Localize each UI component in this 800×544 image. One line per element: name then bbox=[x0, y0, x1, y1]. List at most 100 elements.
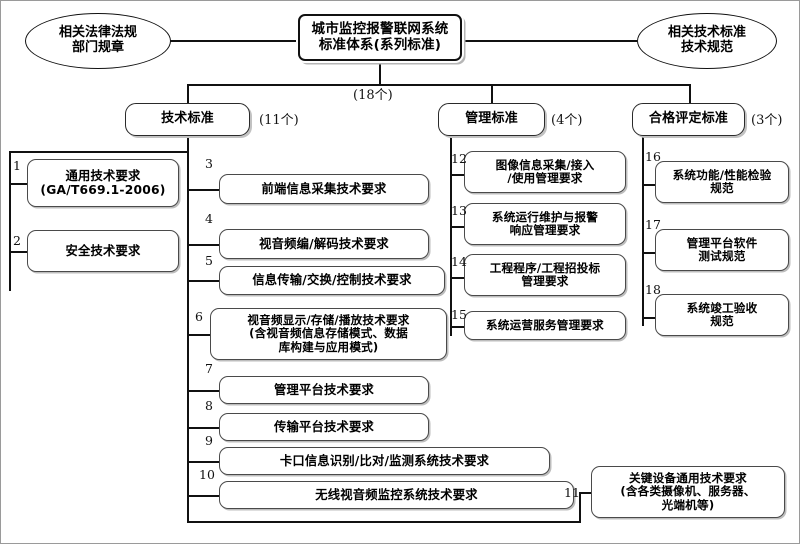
leaf-item-15-label: 系统运营服务管理要求 bbox=[486, 317, 604, 332]
connector-leaf-9 bbox=[187, 461, 220, 463]
related-laws-ellipse: 相关法律法规 部门规章 bbox=[25, 13, 171, 69]
category-management-standards-label: 管理标准 bbox=[465, 111, 518, 127]
leaf-item-12: 图像信息采集/接入 /使用管理要求 bbox=[464, 151, 626, 193]
leaf-item-2-label: 安全技术要求 bbox=[65, 243, 141, 258]
leaf-item-16-label: 系统功能/性能检验 规范 bbox=[672, 167, 772, 195]
connector-technical-left-arm bbox=[9, 151, 189, 153]
connector-left-ellipse bbox=[169, 40, 300, 42]
leaf-item-1-number: 1 bbox=[13, 158, 21, 173]
connector-leaf-12 bbox=[450, 174, 465, 176]
leaf-item-10-number: 10 bbox=[199, 467, 215, 482]
connector-root-drop bbox=[379, 61, 381, 85]
leaf-item-1-label: 通用技术要求 (GA/T669.1-2006) bbox=[40, 168, 166, 197]
leaf-item-17-number: 17 bbox=[645, 217, 661, 232]
category-conformity-standards-count: (3个) bbox=[751, 113, 783, 128]
leaf-item-18: 系统竣工验收 规范 bbox=[655, 294, 789, 336]
leaf-item-18-number: 18 bbox=[645, 282, 661, 297]
leaf-item-4: 视音频编/解码技术要求 bbox=[219, 229, 429, 259]
leaf-item-9-number: 9 bbox=[205, 433, 213, 448]
root-count-label: (18个) bbox=[353, 88, 393, 103]
leaf-item-13: 系统运行维护与报警 响应管理要求 bbox=[464, 203, 626, 245]
connector-leaf-13 bbox=[450, 226, 465, 228]
leaf-item-15-number: 15 bbox=[451, 307, 467, 322]
connector-leaf-16 bbox=[642, 184, 657, 186]
category-technical-standards-count: (11个) bbox=[259, 113, 299, 128]
connector-leaf-10 bbox=[187, 495, 220, 497]
leaf-item-14-label: 工程程序/工程招投标 管理要求 bbox=[489, 260, 601, 288]
root-label: 城市监控报警联网系统 标准体系(系列标准) bbox=[311, 21, 449, 53]
leaf-item-11-number: 11 bbox=[564, 485, 580, 500]
leaf-item-8-number: 8 bbox=[205, 398, 213, 413]
connector-leaf-3 bbox=[187, 189, 220, 191]
leaf-item-12-number: 12 bbox=[451, 151, 467, 166]
category-conformity-standards-label: 合格评定标准 bbox=[648, 111, 729, 127]
leaf-item-8: 传输平台技术要求 bbox=[219, 413, 429, 441]
leaf-item-11: 关键设备通用技术要求 (含各类摄像机、服务器、 光端机等) bbox=[591, 466, 785, 518]
leaf-item-2-number: 2 bbox=[13, 233, 21, 248]
leaf-item-4-label: 视音频编/解码技术要求 bbox=[259, 236, 389, 251]
category-management-standards-count: (4个) bbox=[551, 113, 583, 128]
leaf-item-9: 卡口信息识别/比对/监测系统技术要求 bbox=[219, 447, 550, 475]
leaf-item-10: 无线视音频监控系统技术要求 bbox=[219, 481, 574, 509]
connector-right-ellipse bbox=[462, 40, 637, 42]
connector-technical-left-spine bbox=[9, 151, 11, 291]
connector-leaf-11-riser bbox=[579, 493, 581, 523]
leaf-item-3-number: 3 bbox=[205, 156, 213, 171]
leaf-item-16: 系统功能/性能检验 规范 bbox=[655, 161, 789, 203]
leaf-item-1: 通用技术要求 (GA/T669.1-2006) bbox=[27, 159, 179, 207]
leaf-item-3: 前端信息采集技术要求 bbox=[219, 174, 429, 204]
connector-drop-conformity bbox=[689, 84, 691, 103]
leaf-item-13-number: 13 bbox=[451, 203, 467, 218]
leaf-item-2: 安全技术要求 bbox=[27, 230, 179, 272]
leaf-item-5: 信息传输/交换/控制技术要求 bbox=[219, 266, 445, 295]
connector-drop-technical bbox=[187, 84, 189, 103]
leaf-item-6-label: 视音频显示/存储/播放技术要求 (含视音频信息存储模式、数据 库构建与应用模式) bbox=[247, 313, 410, 354]
leaf-item-6: 视音频显示/存储/播放技术要求 (含视音频信息存储模式、数据 库构建与应用模式) bbox=[210, 308, 447, 360]
leaf-item-17: 管理平台软件 测试规范 bbox=[655, 229, 789, 271]
connector-leaf-7 bbox=[187, 390, 220, 392]
connector-management-trunk bbox=[450, 136, 452, 336]
leaf-item-16-number: 16 bbox=[645, 149, 661, 164]
leaf-item-11-label: 关键设备通用技术要求 (含各类摄像机、服务器、 光端机等) bbox=[620, 471, 756, 512]
connector-leaf-8 bbox=[187, 427, 220, 429]
leaf-item-5-number: 5 bbox=[205, 253, 213, 268]
leaf-item-7-label: 管理平台技术要求 bbox=[274, 382, 374, 397]
category-technical-standards-label: 技术标准 bbox=[161, 111, 214, 127]
connector-technical-trunk bbox=[187, 136, 189, 523]
connector-leaf-18 bbox=[642, 317, 657, 319]
leaf-item-9-label: 卡口信息识别/比对/监测系统技术要求 bbox=[279, 453, 490, 468]
leaf-item-13-label: 系统运行维护与报警 响应管理要求 bbox=[491, 209, 599, 237]
connector-leaf-1 bbox=[9, 183, 29, 185]
leaf-item-14-number: 14 bbox=[451, 254, 467, 269]
connector-leaf-5 bbox=[187, 280, 220, 282]
connector-leaf-14 bbox=[450, 277, 465, 279]
leaf-item-6-number: 6 bbox=[195, 309, 203, 324]
leaf-item-7: 管理平台技术要求 bbox=[219, 376, 429, 404]
connector-bottom-run bbox=[187, 521, 581, 523]
leaf-item-17-label: 管理平台软件 测试规范 bbox=[686, 235, 758, 263]
connector-drop-management bbox=[491, 84, 493, 103]
connector-leaf-4 bbox=[187, 244, 220, 246]
category-technical-standards: 技术标准 bbox=[125, 103, 250, 136]
leaf-item-5-label: 信息传输/交换/控制技术要求 bbox=[252, 273, 412, 288]
related-tech-specs-ellipse: 相关技术标准 技术规范 bbox=[637, 13, 777, 69]
connector-leaf-17 bbox=[642, 252, 657, 254]
leaf-item-7-number: 7 bbox=[205, 361, 213, 376]
leaf-item-14: 工程程序/工程招投标 管理要求 bbox=[464, 254, 626, 296]
connector-leaf-11 bbox=[579, 492, 593, 494]
connector-leaf-15 bbox=[450, 326, 465, 328]
connector-conformity-trunk bbox=[642, 136, 644, 326]
leaf-item-15: 系统运营服务管理要求 bbox=[464, 311, 626, 340]
leaf-item-18-label: 系统竣工验收 规范 bbox=[686, 300, 758, 328]
leaf-item-4-number: 4 bbox=[205, 211, 213, 226]
category-conformity-standards: 合格评定标准 bbox=[632, 103, 745, 136]
leaf-item-12-label: 图像信息采集/接入 /使用管理要求 bbox=[495, 157, 595, 185]
leaf-item-8-label: 传输平台技术要求 bbox=[274, 419, 374, 434]
category-management-standards: 管理标准 bbox=[438, 103, 545, 136]
connector-main-bus bbox=[187, 84, 691, 86]
leaf-item-10-label: 无线视音频监控系统技术要求 bbox=[315, 487, 478, 502]
connector-leaf-2 bbox=[9, 251, 29, 253]
root-node: 城市监控报警联网系统 标准体系(系列标准) bbox=[298, 14, 462, 61]
related-tech-specs-label: 相关技术标准 技术规范 bbox=[667, 25, 746, 55]
